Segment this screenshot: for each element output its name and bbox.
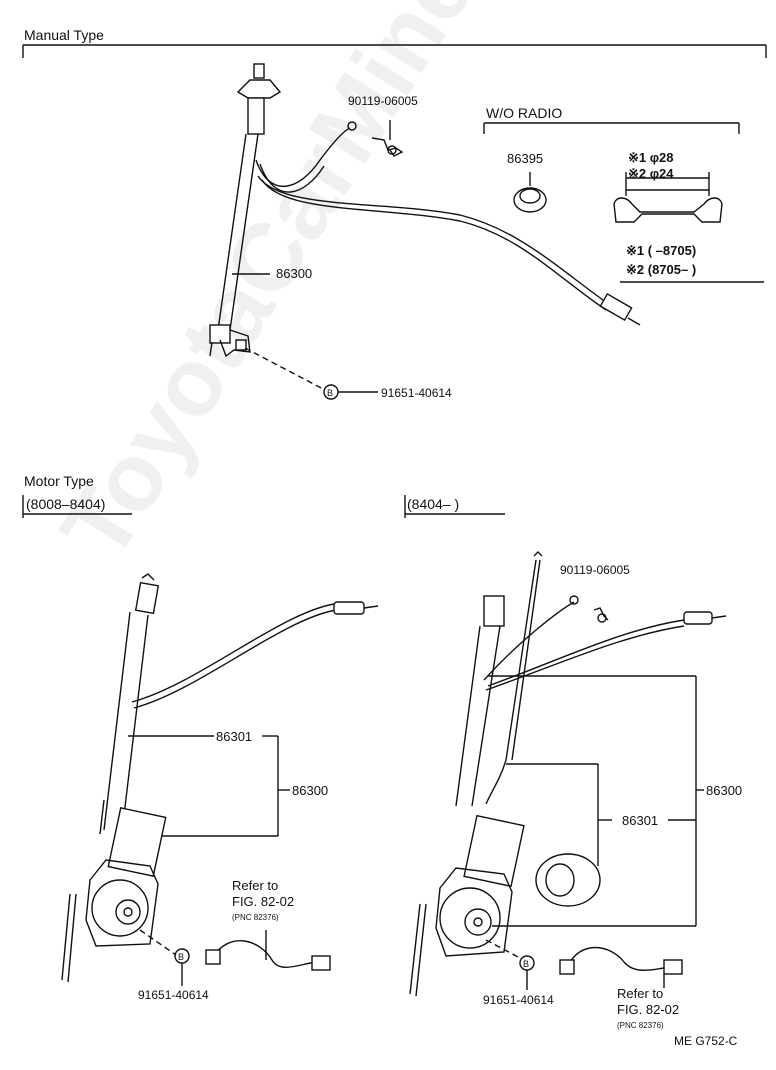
- motor-type-title: Motor Type: [24, 473, 94, 489]
- part-label-86301-left: 86301: [216, 729, 253, 744]
- refer-right-line1: Refer to: [617, 986, 664, 1001]
- part-label-86300-left: 86300: [292, 783, 329, 798]
- grommet-note-1-diameter: ※1 φ28: [628, 150, 674, 165]
- manual-section-frame: [22, 44, 767, 58]
- part-label-86301-right: 86301: [622, 813, 659, 828]
- grommet-note-1-range: ※1 ( –8705): [626, 243, 697, 258]
- grommet-note-2-diameter: ※2 φ24: [628, 166, 674, 181]
- grommet-note-2-range: ※2 (8705– ): [626, 262, 697, 277]
- manual-antenna: [209, 63, 641, 400]
- motor-right-range: (8404– ): [407, 496, 460, 512]
- part-label-bolt-manual: 90119-06005: [348, 94, 418, 108]
- motor-antenna-right: [409, 551, 727, 997]
- refer-right-line2: FIG. 82-02: [617, 1002, 680, 1017]
- motor-section-frame: [22, 495, 505, 518]
- part-label-clip-left: 91651-40614: [138, 988, 209, 1002]
- refer-left-line3: (PNC 82376): [232, 913, 279, 922]
- figure-code: ME G752-C: [674, 1034, 738, 1048]
- refer-right-line3: (PNC 82376): [617, 1021, 664, 1030]
- part-label-86300-right: 86300: [706, 783, 743, 798]
- clip-marker-left: B: [178, 952, 185, 962]
- refer-left-line2: FIG. 82-02: [232, 894, 295, 909]
- clip-marker-right: B: [523, 959, 530, 969]
- part-label-86395: 86395: [507, 151, 544, 166]
- manual-type-title: Manual Type: [24, 27, 104, 43]
- refer-left-line1: Refer to: [232, 878, 279, 893]
- wo-radio-title: W/O RADIO: [486, 105, 563, 121]
- motor-antenna-left: [61, 573, 379, 986]
- part-label-clip-manual: 91651-40614: [381, 386, 452, 400]
- part-label-clip-right: 91651-40614: [483, 993, 554, 1007]
- part-label-86300-manual: 86300: [276, 266, 313, 281]
- wo-radio-group: [483, 122, 764, 283]
- clip-marker-manual: B: [327, 388, 334, 398]
- motor-left-range: (8008–8404): [26, 496, 106, 512]
- part-label-bolt-right: 90119-06005: [560, 563, 630, 577]
